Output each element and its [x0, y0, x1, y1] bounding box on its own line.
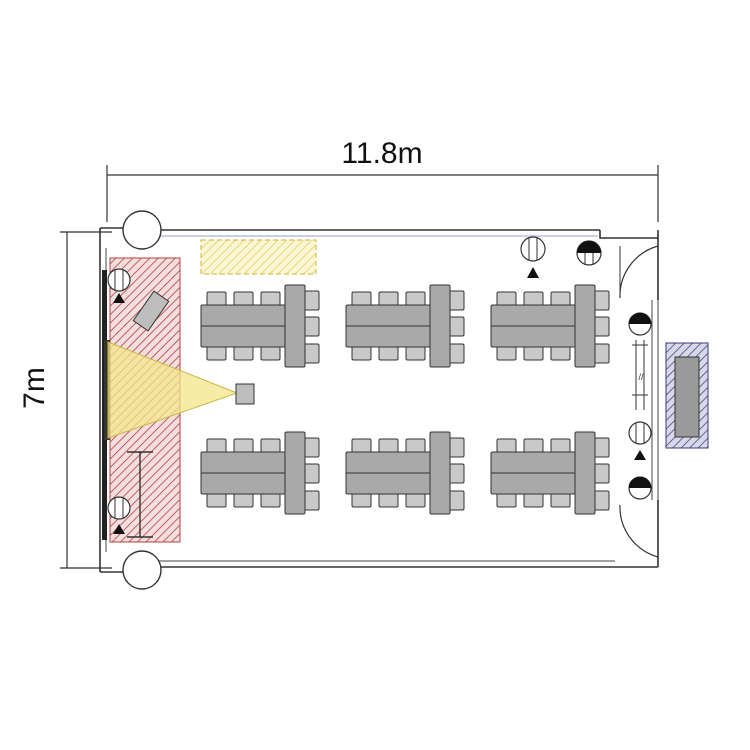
table [284, 431, 306, 515]
chair [351, 492, 372, 508]
chair [496, 438, 517, 454]
width-label: 11.8m [341, 137, 422, 170]
chair [405, 291, 426, 307]
speaker-left-top [107, 268, 131, 303]
wall-outlet-top [576, 240, 602, 266]
chair [378, 291, 399, 307]
table [574, 284, 596, 368]
whiteboard [102, 270, 110, 540]
chair [405, 438, 426, 454]
chair [378, 345, 399, 361]
chair [351, 291, 372, 307]
width-dimension: 11.8m [106, 137, 659, 222]
chair [206, 438, 227, 454]
control-panel: // [632, 340, 648, 410]
corner-column-bottom-left [122, 550, 162, 590]
table [574, 431, 596, 515]
chair [496, 291, 517, 307]
chair [378, 438, 399, 454]
table [429, 284, 451, 368]
chair [351, 438, 372, 454]
chair [378, 492, 399, 508]
projection-beam [107, 341, 239, 439]
chair [206, 345, 227, 361]
chair [523, 345, 544, 361]
chair [550, 291, 571, 307]
chair [233, 438, 254, 454]
chair [523, 438, 544, 454]
chair [523, 492, 544, 508]
chair [206, 291, 227, 307]
chair [351, 345, 372, 361]
chair [260, 345, 281, 361]
outlet-right-2 [628, 476, 652, 500]
speaker-left-bottom [107, 496, 131, 534]
chair [550, 345, 571, 361]
table [284, 284, 306, 368]
podium [132, 290, 170, 332]
reserved-area-top [200, 239, 317, 275]
chair [233, 291, 254, 307]
chair [206, 492, 227, 508]
reception-desk [665, 342, 709, 449]
chair [233, 492, 254, 508]
table-layout [200, 284, 610, 515]
chair [233, 345, 254, 361]
chair [496, 492, 517, 508]
chair [260, 438, 281, 454]
chair [496, 345, 517, 361]
chair [550, 438, 571, 454]
table [429, 431, 451, 515]
speaker-top-right [520, 236, 546, 278]
height-dimension: 7m [18, 231, 112, 569]
projector [235, 383, 255, 405]
entrance-door-bottom [619, 504, 659, 558]
outlet-right-1 [628, 312, 652, 336]
corner-column-top-left [122, 210, 162, 250]
speaker-right-middle [628, 421, 652, 460]
chair [523, 291, 544, 307]
svg-text://: // [638, 372, 644, 382]
chair [405, 345, 426, 361]
screen-stand [127, 451, 153, 538]
chair [405, 492, 426, 508]
entrance-door-top [619, 245, 659, 299]
height-label: 7m [18, 367, 51, 409]
chair [260, 492, 281, 508]
chair [550, 492, 571, 508]
chair [260, 291, 281, 307]
